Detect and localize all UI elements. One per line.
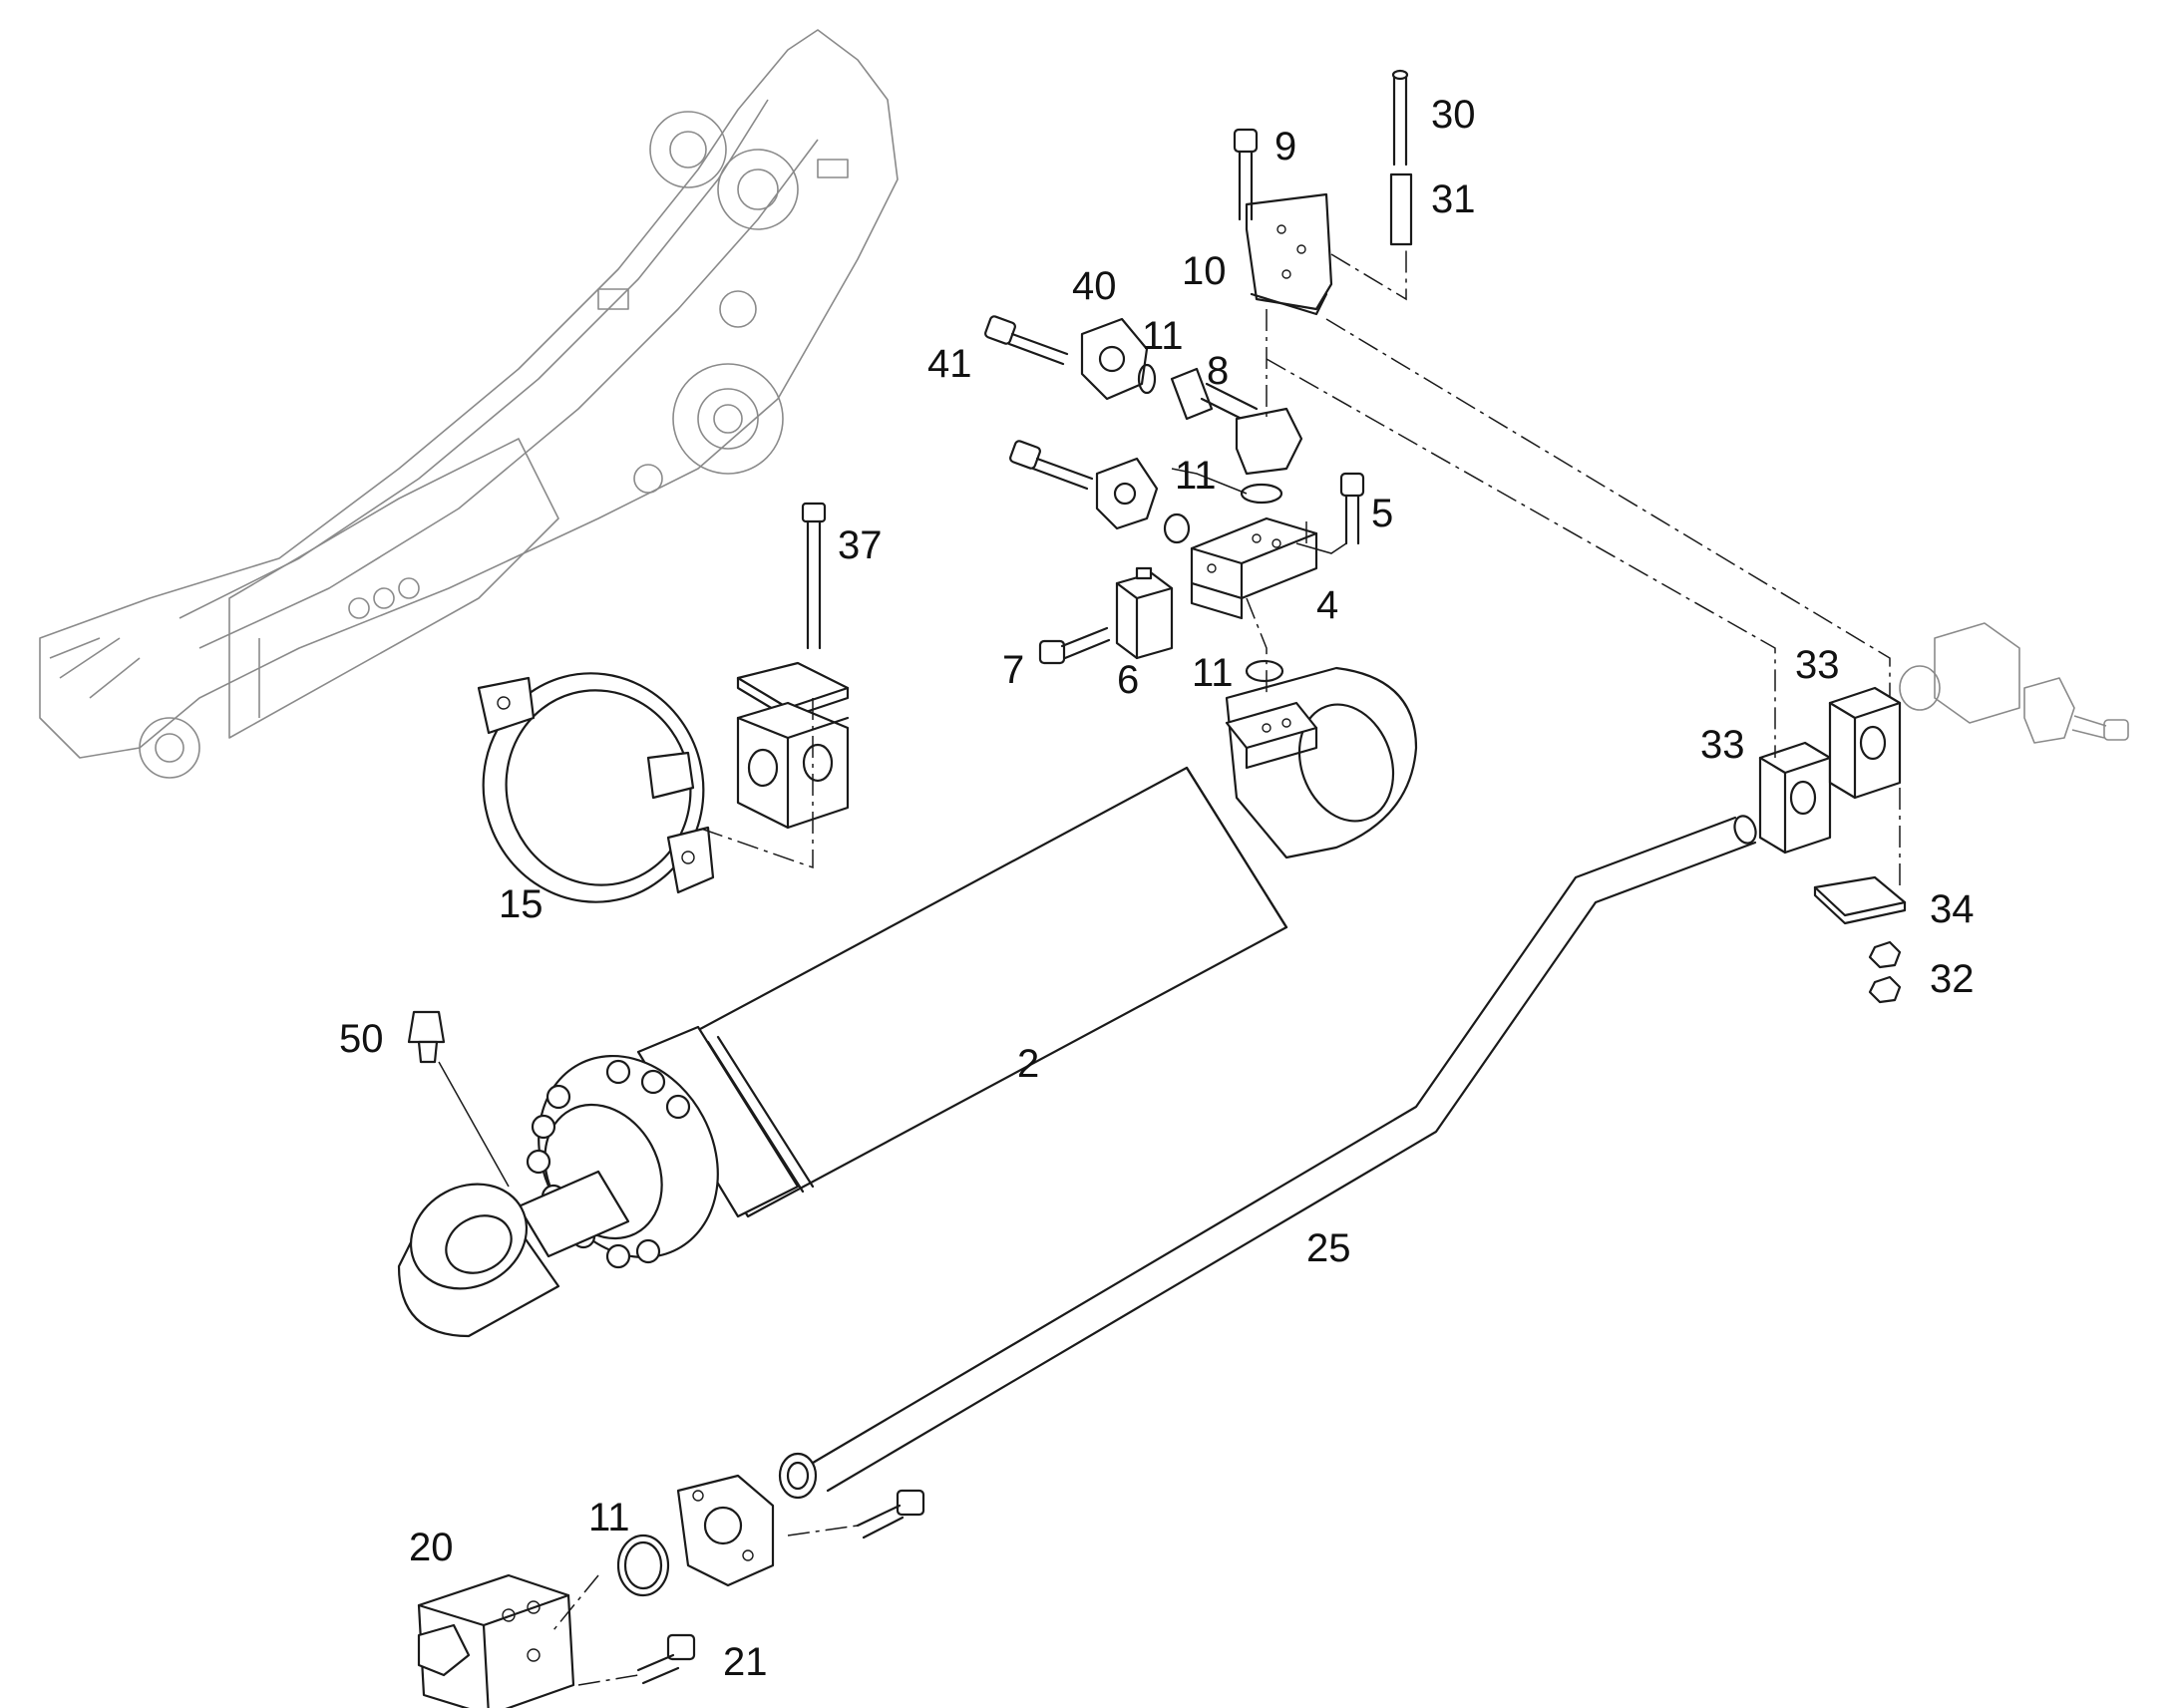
callout-6: 6 [1117, 658, 1139, 702]
clamp-33-left [1758, 741, 1832, 854]
callout-7: 7 [1002, 648, 1024, 692]
callout-labels: 30 9 31 10 40 11 8 41 11 5 37 4 7 6 11 3… [339, 93, 1975, 1684]
callout-8: 8 [1207, 349, 1229, 393]
oring-11-bottom [616, 1534, 670, 1597]
callout-33: 33 [1795, 643, 1840, 687]
callout-50: 50 [339, 1017, 384, 1061]
callout-11: 11 [588, 1496, 630, 1539]
callout-32: 32 [1930, 957, 1975, 1001]
clamp-stack-left [736, 502, 850, 830]
flange-lower [1095, 457, 1159, 530]
screw-7 [1038, 626, 1111, 665]
screw-lower [1009, 440, 1094, 491]
grease-nipple-50 [407, 1010, 446, 1064]
nuts-32 [1868, 940, 1902, 1004]
screw-21 [636, 1633, 696, 1685]
callout-15: 15 [499, 882, 544, 926]
oring-11-top [1137, 363, 1157, 395]
assembly-lines [438, 244, 1901, 1686]
hydraulic-tube [778, 815, 1757, 1500]
screw-5 [1339, 472, 1365, 545]
callout-10: 10 [1182, 249, 1227, 293]
callout-2: 2 [1017, 1042, 1039, 1086]
clamp-ring [477, 672, 715, 903]
oring-11-low [1245, 659, 1284, 683]
callout-11: 11 [1175, 454, 1217, 498]
callout-25: 25 [1306, 1226, 1351, 1270]
plate-34 [1813, 875, 1907, 925]
callout-41: 41 [927, 342, 972, 386]
callout-11: 11 [1142, 314, 1184, 358]
mounting-bracket [1245, 192, 1333, 316]
valve-6 [1115, 566, 1174, 660]
adapter-8 [1170, 367, 1303, 476]
callout-40: 40 [1072, 264, 1117, 308]
callout-5: 5 [1371, 492, 1393, 535]
stud-30 [1391, 69, 1409, 167]
valve-block-20 [417, 1573, 575, 1708]
clamp-33-right [1828, 686, 1902, 800]
flange-right [1899, 622, 2129, 744]
callout-20: 20 [409, 1526, 454, 1569]
boom-arm-outline [39, 29, 899, 779]
screw-flange-bottom [856, 1489, 925, 1539]
callout-33: 33 [1700, 723, 1745, 767]
callout-31: 31 [1431, 177, 1476, 221]
callout-11: 11 [1192, 651, 1234, 695]
flange-40 [1080, 317, 1149, 401]
callout-9: 9 [1274, 125, 1296, 169]
hydraulic-cylinder [397, 666, 1418, 1338]
valve-block-4 [1190, 516, 1318, 620]
oring-11-mid [1163, 483, 1283, 544]
callout-37: 37 [838, 523, 883, 567]
flange-bottom [676, 1474, 775, 1587]
screw-9 [1233, 128, 1259, 221]
spacer-31 [1389, 172, 1413, 246]
callout-21: 21 [723, 1640, 768, 1684]
callout-4: 4 [1316, 583, 1338, 627]
callout-34: 34 [1930, 887, 1975, 931]
callout-30: 30 [1431, 93, 1476, 137]
screw-41 [984, 315, 1069, 366]
